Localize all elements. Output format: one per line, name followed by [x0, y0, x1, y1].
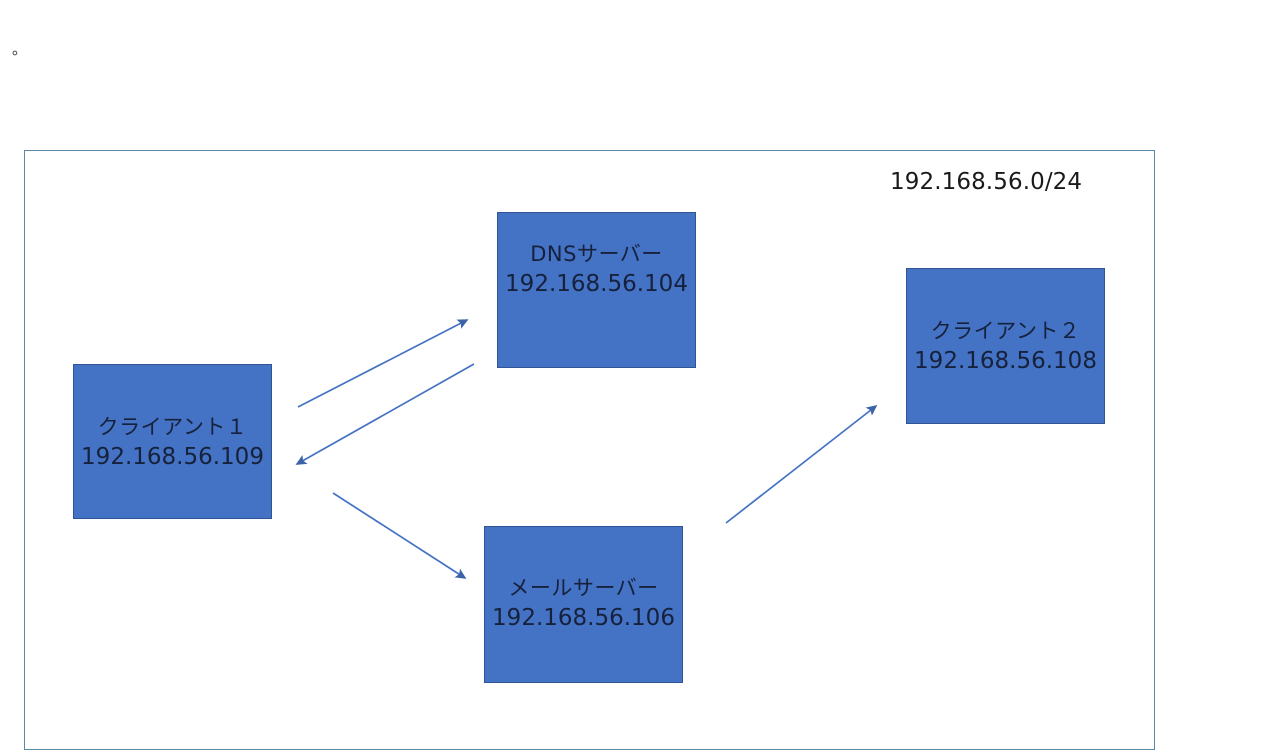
node-mail-server-ip: 192.168.56.106 [492, 605, 675, 631]
network-subnet-label: 192.168.56.0/24 [890, 169, 1083, 195]
node-dns-server-title: DNSサーバー [530, 242, 663, 266]
node-dns-server-ip: 192.168.56.104 [505, 271, 688, 297]
node-client-1-title: クライアント１ [97, 414, 248, 439]
node-mail-server[interactable]: メールサーバー 192.168.56.106 [484, 526, 683, 683]
node-dns-server[interactable]: DNSサーバー 192.168.56.104 [497, 212, 696, 368]
stray-glyph: 。 [12, 40, 28, 58]
node-client-1-ip: 192.168.56.109 [81, 443, 264, 470]
node-client-1[interactable]: クライアント１ 192.168.56.109 [73, 364, 272, 519]
node-client-2-title: クライアント２ [930, 319, 1081, 343]
node-client-2-ip: 192.168.56.108 [914, 348, 1097, 374]
node-client-2[interactable]: クライアント２ 192.168.56.108 [906, 268, 1105, 424]
node-mail-server-title: メールサーバー [508, 576, 659, 600]
